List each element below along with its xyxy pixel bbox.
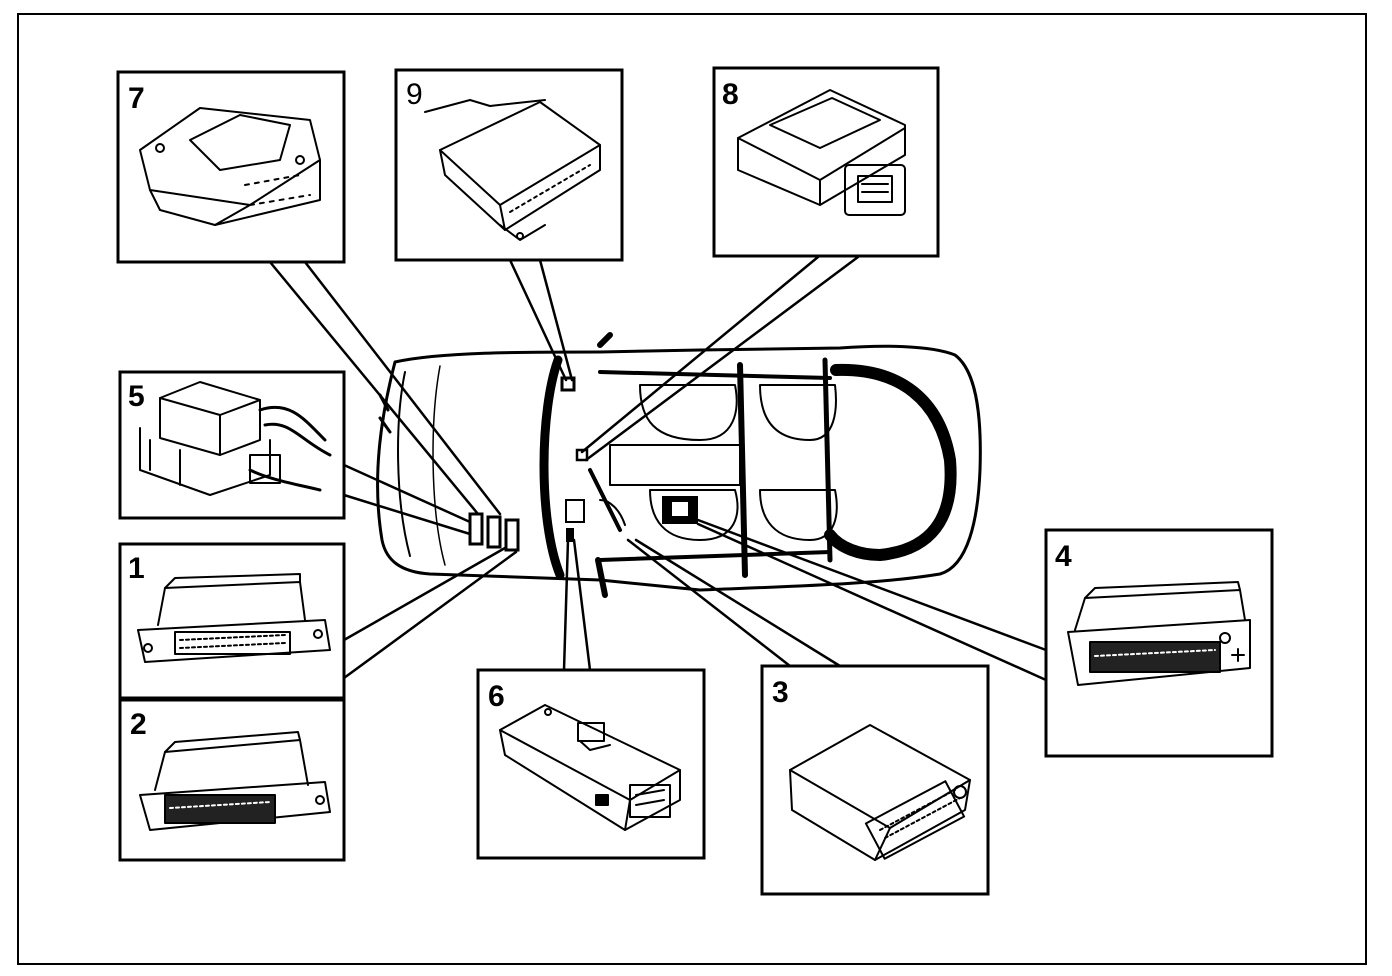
module-number-1: 1 [128, 552, 145, 585]
module-box-5: 5 [118, 370, 346, 520]
relay-module-icon [139, 381, 332, 496]
module-number-4: 4 [1055, 540, 1072, 573]
control-unit-module-icon [737, 89, 906, 216]
location-marker-7 [486, 515, 502, 549]
control-unit-module-icon [499, 704, 681, 831]
module-box-3: 3 [760, 664, 990, 896]
location-marker-6 [565, 499, 585, 523]
location-marker-6b [566, 528, 574, 542]
module-box-1: 1 [118, 542, 346, 700]
control-unit-module-icon [424, 99, 601, 241]
location-marker-1 [504, 518, 520, 552]
module-number-2: 2 [130, 708, 147, 741]
module-box-9: 9 [394, 68, 624, 262]
control-unit-module-icon [1067, 581, 1251, 686]
module-number-6: 6 [488, 680, 505, 713]
module-box-2: 2 [118, 698, 346, 862]
module-number-5: 5 [128, 380, 145, 413]
control-unit-module-icon [789, 724, 971, 861]
module-box-4: 4 [1044, 528, 1274, 758]
module-box-6: 6 [476, 668, 706, 860]
module-number-9: 9 [406, 78, 423, 111]
module-number-8: 8 [722, 78, 739, 111]
location-marker-4-inner [672, 502, 688, 516]
module-number-7: 7 [128, 82, 145, 115]
control-unit-module-icon [139, 107, 321, 226]
location-marker-8 [575, 448, 589, 462]
control-unit-module-icon [139, 731, 331, 831]
control-unit-module-icon [137, 573, 331, 663]
outer-frame [17, 13, 1367, 965]
module-box-7: 7 [116, 70, 346, 264]
location-markers [468, 376, 698, 552]
location-marker-9 [560, 376, 576, 392]
leader-lines [268, 255, 1048, 682]
module-number-3: 3 [772, 676, 789, 709]
module-box-8: 8 [712, 66, 940, 258]
car-top-view-icon [376, 332, 982, 598]
location-marker-5 [468, 512, 484, 546]
